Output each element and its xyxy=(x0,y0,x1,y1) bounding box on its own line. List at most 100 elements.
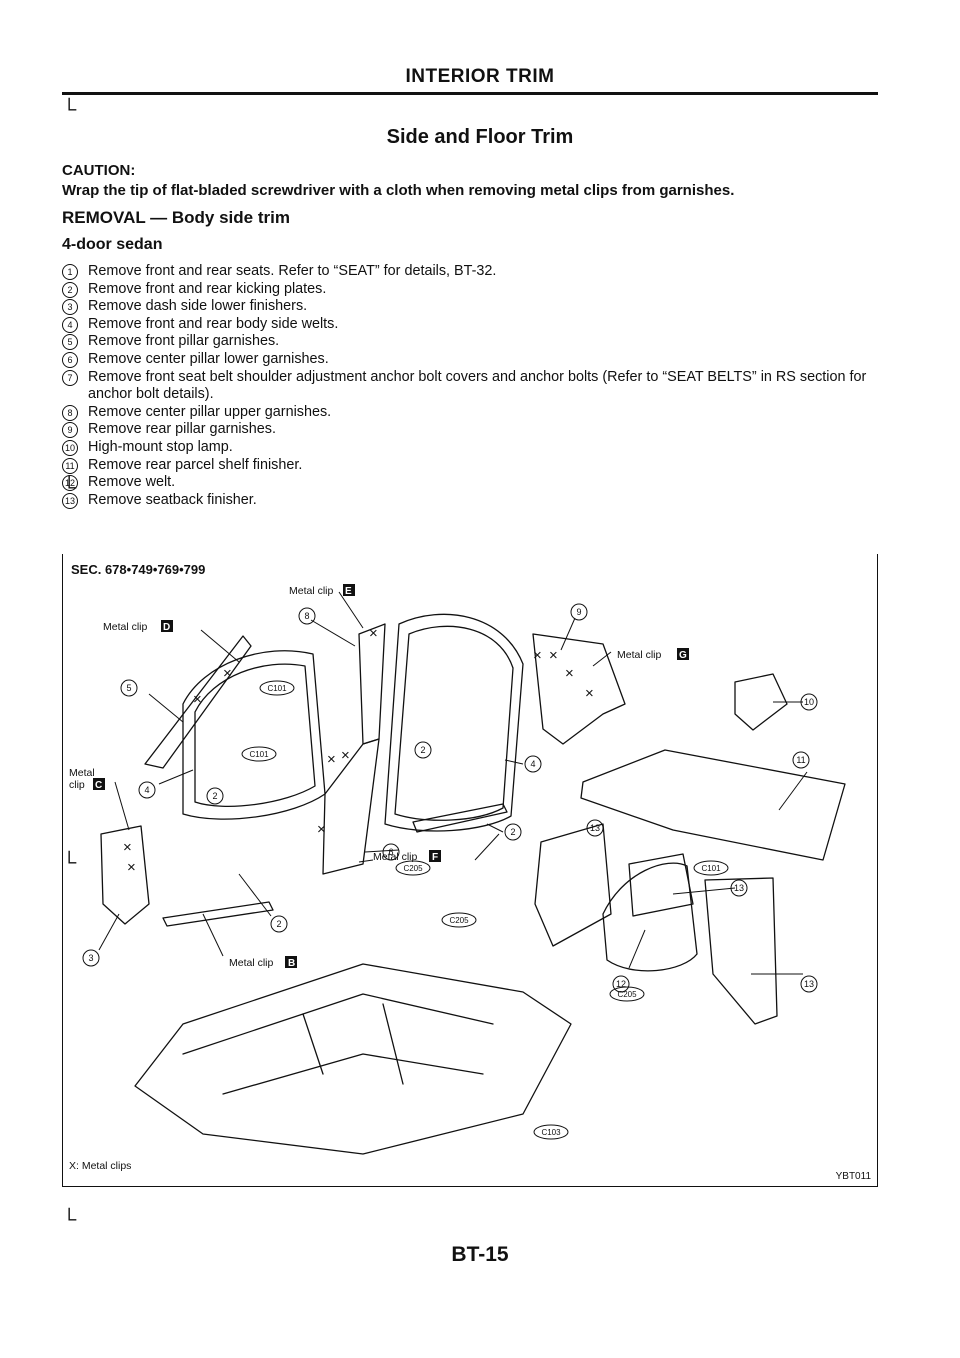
step-text: Remove front pillar garnishes. xyxy=(88,333,280,350)
step-number: 5 xyxy=(62,334,78,351)
list-item: 1 Remove front and rear seats. Refer to “… xyxy=(62,263,882,281)
rear-kicking-plate xyxy=(412,803,508,833)
step-text: Remove rear pillar garnishes. xyxy=(88,421,276,438)
letter-c: C xyxy=(95,780,102,791)
page-title: Side and Floor Trim xyxy=(386,126,574,148)
step-number: 12 xyxy=(62,475,78,492)
figure-code: YBT011 xyxy=(835,1171,871,1182)
caution-text: Wrap the tip of flat-bladed screwdriver … xyxy=(62,182,735,199)
metal-clip-mark: × xyxy=(369,625,378,642)
connector-c205: C205 xyxy=(449,916,469,925)
letter-d: D xyxy=(163,622,170,633)
parcel-shelf xyxy=(580,749,846,861)
connector-c103: C103 xyxy=(541,1128,561,1137)
step-number: 3 xyxy=(62,299,78,316)
step-number: 4 xyxy=(62,316,78,333)
front-door-frame xyxy=(182,650,326,820)
callout-2: 2 xyxy=(212,791,217,801)
metal-clip-mark: × xyxy=(127,859,136,876)
step-text: Remove front seat belt shoulder adjustme… xyxy=(88,368,867,403)
label-metal-clip-e: Metal clip xyxy=(289,585,334,597)
list-item: 4 Remove front and rear body side welts. xyxy=(62,316,882,334)
callout-12: 12 xyxy=(616,979,626,989)
diagram-legend: X: Metal clips xyxy=(69,1160,132,1172)
floor-carpet xyxy=(134,963,572,1155)
callout-8: 8 xyxy=(304,611,309,621)
step-number: 11 xyxy=(62,457,78,474)
callout-5: 5 xyxy=(126,683,131,693)
label-metal-clip-g: Metal clip xyxy=(617,649,662,661)
step-text: Remove front and rear seats. Refer to “S… xyxy=(88,263,497,279)
header-rule xyxy=(62,92,878,95)
list-item: 3 Remove dash side lower finishers. xyxy=(62,298,882,316)
connector-c101: C101 xyxy=(701,864,721,873)
callout-13: 13 xyxy=(804,979,814,989)
step-number: 9 xyxy=(62,422,78,439)
step-text: Remove center pillar lower garnishes. xyxy=(88,350,329,367)
front-pillar-garnish xyxy=(144,635,252,769)
stop-lamp xyxy=(734,673,788,731)
step-text: High-mount stop lamp. xyxy=(88,438,233,455)
metal-clip-mark: × xyxy=(123,839,132,856)
letter-b: B xyxy=(288,958,295,969)
callout-6: 6 xyxy=(388,847,393,857)
callout-3: 3 xyxy=(88,953,93,963)
letter-e: E xyxy=(345,586,352,597)
letter-f: F xyxy=(432,852,438,863)
caution-label: CAUTION: xyxy=(62,162,136,179)
section-header: INTERIOR TRIM xyxy=(405,66,555,87)
label-metal-clip-c-line2: clip xyxy=(69,779,85,791)
step-number: 10 xyxy=(62,439,78,456)
center-pillar-garnish xyxy=(358,623,386,745)
metal-clip-mark: × xyxy=(317,821,326,838)
callout-4: 4 xyxy=(144,785,149,795)
list-item: 5 Remove front pillar garnishes. xyxy=(62,333,882,351)
step-text: Remove seatback finisher. xyxy=(88,491,257,508)
step-text: Remove front and rear body side welts. xyxy=(88,315,339,332)
connector-c101: C101 xyxy=(267,684,287,693)
step-number: 8 xyxy=(62,404,78,421)
seatback-finisher xyxy=(534,823,612,947)
metal-clip-mark: × xyxy=(549,647,558,664)
trim-diagram-figure: SEC. 678•749•769•799 xyxy=(62,554,878,1187)
rear-pillar-garnish xyxy=(532,633,626,745)
list-item: 9 Remove rear pillar garnishes. xyxy=(62,421,882,439)
label-metal-clip-f: Metal clip xyxy=(373,851,418,863)
step-text: Remove rear parcel shelf finisher. xyxy=(88,456,303,473)
step-text: Remove dash side lower finishers. xyxy=(88,298,308,315)
page-number: BT-15 xyxy=(451,1243,509,1266)
metal-clip-mark: × xyxy=(533,647,542,664)
step-number: 1 xyxy=(62,264,78,280)
welt xyxy=(602,862,698,972)
connector-c205: C205 xyxy=(617,990,637,999)
rear-door-frame xyxy=(384,613,524,832)
step-number: 2 xyxy=(62,281,78,298)
metal-clip-mark: × xyxy=(193,691,202,708)
list-item: 12 Remove welt. xyxy=(62,474,882,492)
callout-9: 9 xyxy=(576,607,581,617)
callout-2: 2 xyxy=(276,919,281,929)
corner-mark-icon: └ xyxy=(62,1209,77,1231)
metal-clip-mark: × xyxy=(565,665,574,682)
metal-clip-mark: × xyxy=(327,751,336,768)
callout-4: 4 xyxy=(530,759,535,769)
label-metal-clip-c-line1: Metal xyxy=(69,767,95,779)
connector-c101: C101 xyxy=(249,750,269,759)
callout-10: 10 xyxy=(804,697,814,707)
callout-13: 13 xyxy=(734,883,744,893)
corner-mark-icon: └ xyxy=(62,99,77,121)
step-text: Remove center pillar upper garnishes. xyxy=(88,403,332,420)
callout-2: 2 xyxy=(420,745,425,755)
list-item: 11 Remove rear parcel shelf finisher. xyxy=(62,457,882,475)
label-metal-clip-d: Metal clip xyxy=(103,621,148,633)
step-text: Remove welt. xyxy=(88,474,176,491)
metal-clip-mark: × xyxy=(223,665,232,682)
removal-heading: REMOVAL — Body side trim xyxy=(62,208,290,227)
exploded-view-diagram: × × × × × × × × × × × × Metal clip Metal… xyxy=(69,584,846,1155)
connector-c205: C205 xyxy=(403,864,423,873)
list-item: 10 High-mount stop lamp. xyxy=(62,439,882,457)
